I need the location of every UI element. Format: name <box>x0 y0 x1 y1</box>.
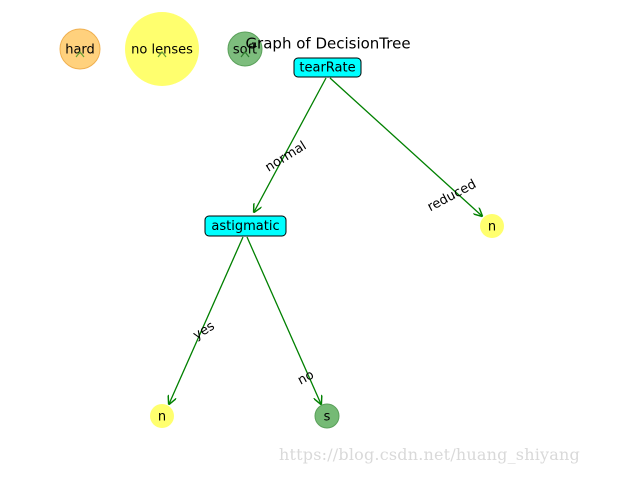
leaf-reduced: n <box>480 214 504 238</box>
edge-no <box>246 236 321 404</box>
edge-reduced <box>329 77 482 216</box>
legend-item-soft: soft <box>227 31 263 67</box>
legend-hard-marker <box>59 28 101 70</box>
legend-soft-arrow-icon <box>240 51 250 58</box>
leaf-yes-label: n <box>158 410 166 425</box>
node-astigmatic-box <box>204 215 287 237</box>
leaf-no-label: s <box>324 410 331 425</box>
leaf-no: s <box>314 403 340 429</box>
edges <box>169 77 482 404</box>
legend-soft-marker <box>227 31 263 67</box>
node-tearrate-box <box>293 57 362 78</box>
legend-no-lenses-arrow-icon <box>157 51 167 58</box>
legend-no-lenses-marker <box>125 12 199 86</box>
figure-title: Graph of DecisionTree <box>245 35 410 53</box>
leaf-yes-circle <box>150 404 174 428</box>
node-tearrate: tearRate <box>293 57 362 78</box>
legend-item-hard: hard <box>59 28 101 70</box>
node-astigmatic-label: astigmatic <box>211 219 279 234</box>
legend-item-no-lenses: no lenses <box>125 12 199 86</box>
edge-yes <box>169 236 244 404</box>
legend-soft-label: soft <box>233 43 257 58</box>
legend-hard-label: hard <box>65 43 95 58</box>
leaf-no-circle <box>314 403 340 429</box>
node-astigmatic: astigmatic <box>204 215 287 237</box>
node-tearrate-label: tearRate <box>299 61 355 76</box>
legend: hard no lenses soft <box>59 12 263 86</box>
edge-label-reduced: reduced <box>425 177 479 215</box>
edge-label-normal: normal <box>263 139 310 176</box>
leaf-yes: n <box>150 404 174 428</box>
leaf-reduced-label: n <box>488 220 496 235</box>
edge-label-no: no <box>295 368 316 389</box>
edge-normal <box>254 77 327 212</box>
leaf-reduced-circle <box>480 214 504 238</box>
legend-hard-arrow-icon <box>75 51 85 58</box>
edge-labels: normal reduced yes no <box>190 139 478 389</box>
edge-label-yes: yes <box>190 319 217 344</box>
legend-no-lenses-label: no lenses <box>131 43 193 58</box>
watermark: https://blog.csdn.net/huang_shiyang <box>279 445 580 464</box>
